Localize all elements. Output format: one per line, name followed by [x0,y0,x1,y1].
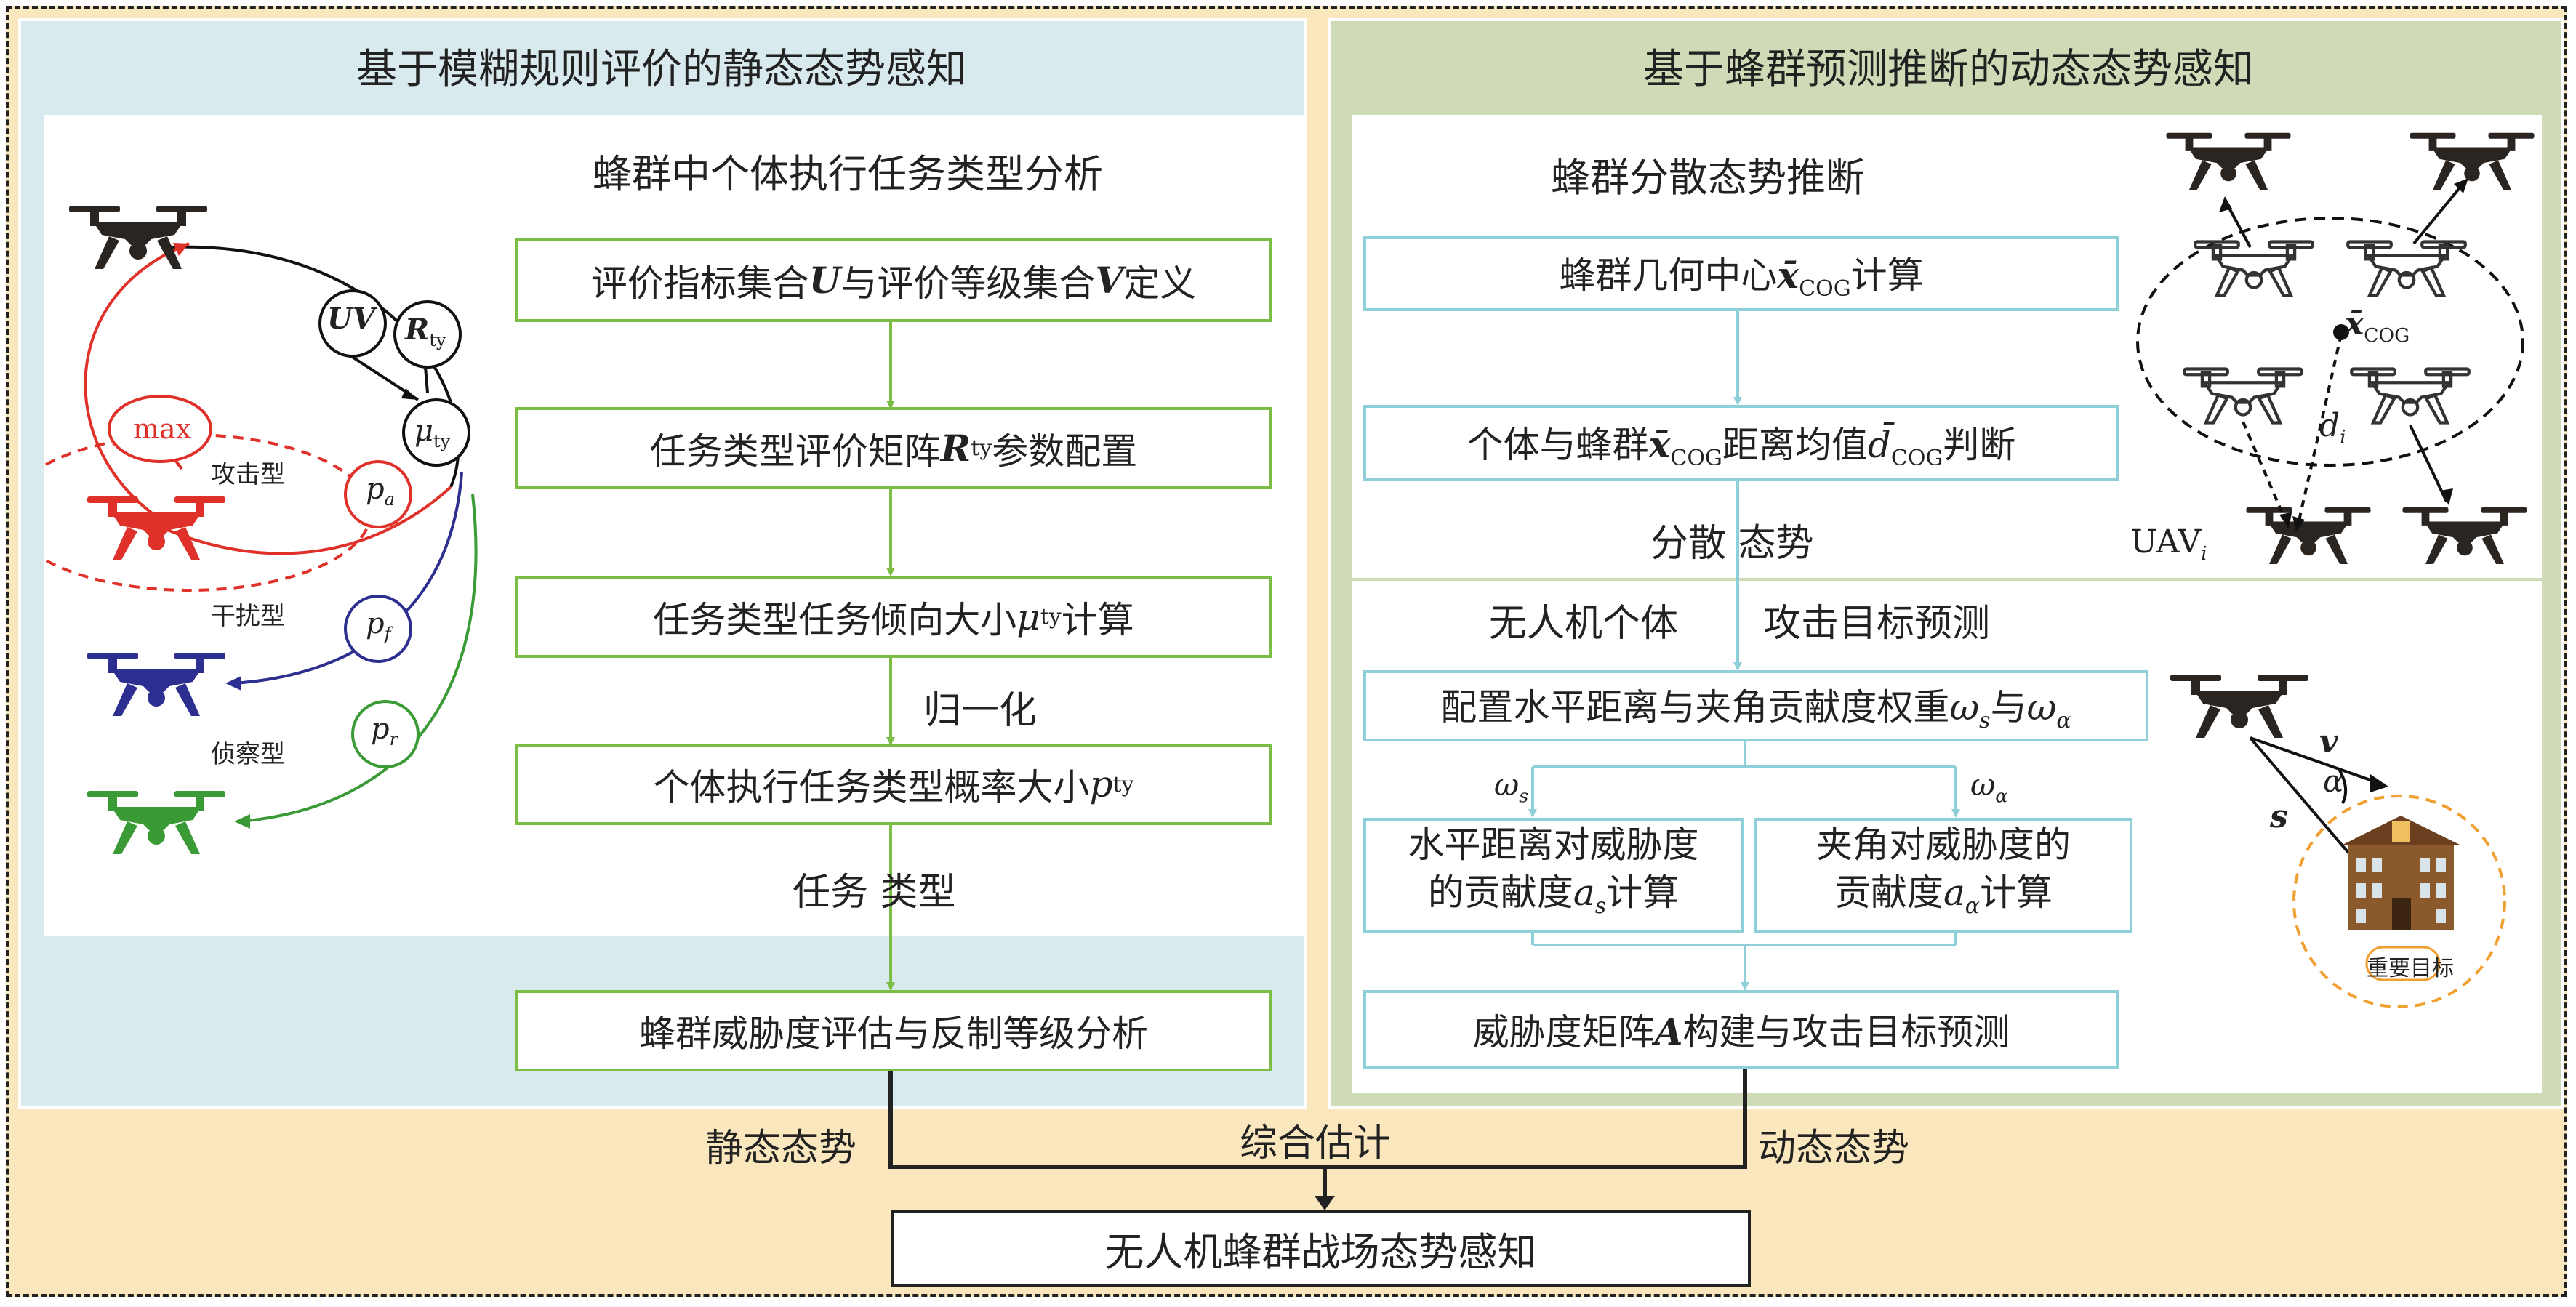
right-panel-title: 基于蜂群预测推断的动态态势感知 [1643,46,2254,93]
label-fusion: 综合估计 [1240,1122,1392,1165]
right-divider [1352,578,2542,581]
label-disperse: 分散 态势 [1650,522,1814,566]
label-pf: pf [366,607,391,644]
label-task-type: 任务 类型 [793,871,956,914]
left-subtitle: 蜂群中个体执行任务类型分析 [593,151,1103,197]
box-weight-config: 配置水平距离与夹角贡献度权重ωs与ωα [1363,670,2148,741]
label-dynamic-situation: 动态态势 [1758,1127,1910,1170]
label-max: max [133,413,192,445]
box-threat-assessment: 蜂群威胁度评估与反制等级分析 [515,990,1272,1071]
label-omega-s: ωs [1494,767,1529,807]
building-icon [2343,816,2460,930]
label-mu-ty: μty [414,414,451,451]
label-s: s [2270,798,2288,835]
label-di: di [2319,407,2346,449]
label-attack-target-prediction: 攻击目标预测 [1763,602,1991,646]
final-box: 无人机蜂群战场态势感知 [891,1210,1751,1287]
box-distance-contribution: 水平距离对威胁度 的贡献度as计算 [1363,818,1744,933]
label-pr: pr [371,712,398,749]
box-distance-judgement: 个体与蜂群x̄COG距离均值d̄COG判断 [1363,405,2119,481]
box-cog-compute: 蜂群几何中心x̄COG计算 [1363,236,2119,311]
target-prediction-figure [2170,675,2506,1008]
left-panel-title: 基于模糊规则评价的静态态势感知 [356,46,967,93]
label-important-target: 重要目标 [2367,956,2454,981]
drone-classification-figure [44,206,478,854]
label-xcog: x̄COG [2345,305,2410,347]
label-recon-type: 侦察型 [211,740,285,769]
swarm-dispersion-figure [2136,132,2535,564]
label-uav-individual: 无人机个体 [1489,602,1679,646]
label-uv: UV [327,302,375,336]
label-v: v [2319,723,2338,760]
right-subtitle: 蜂群分散态势推断 [1551,155,1865,201]
label-omega-alpha: ωα [1970,767,2008,807]
label-pa: pa [366,472,395,510]
label-r-ty: Rty [405,313,446,350]
box-threat-matrix: 威胁度矩阵A构建与攻击目标预测 [1363,990,2119,1069]
label-uavi: UAVi [2130,523,2207,565]
label-static-situation: 静态态势 [705,1127,857,1170]
label-attack-type: 攻击型 [211,460,285,489]
label-jam-type: 干扰型 [211,602,285,631]
label-normalize: 归一化 [923,689,1038,733]
box-angle-contribution: 夹角对威胁度的 贡献度aα计算 [1754,818,2132,933]
label-alpha: α [2323,763,2344,799]
